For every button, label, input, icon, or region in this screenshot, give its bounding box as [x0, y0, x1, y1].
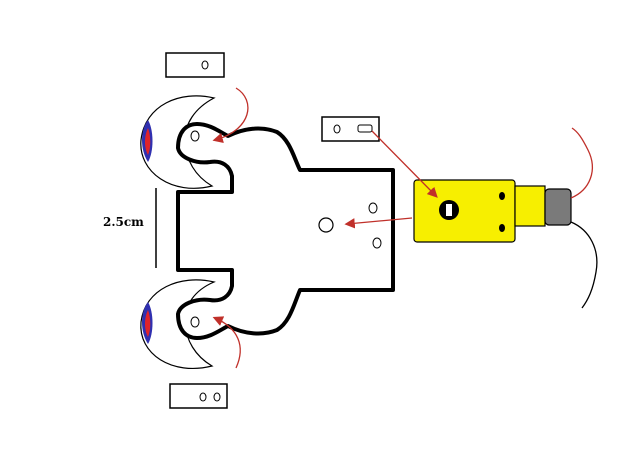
top-bracket	[165, 52, 225, 78]
dimension-label: 2.5cm	[103, 215, 144, 229]
arrow-bottom-wheel	[212, 316, 241, 369]
arrow-top-wheel	[212, 87, 249, 143]
bottom-bracket	[169, 383, 228, 409]
chassis-body	[176, 122, 395, 340]
motor-bracket	[321, 116, 380, 142]
black-wire	[570, 221, 598, 309]
arrow-bracket-to-motor	[371, 130, 438, 198]
red-wire	[570, 127, 593, 199]
arrow-motor-to-chassis	[344, 217, 413, 229]
gear-motor	[413, 179, 572, 243]
